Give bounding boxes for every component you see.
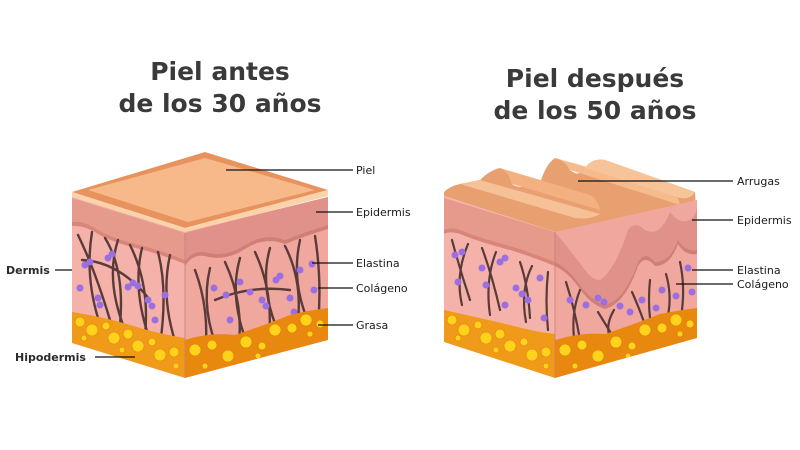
left-leader-lines [55, 169, 353, 358]
right-title-line1: Piel después [505, 64, 685, 93]
young-skin-block [72, 152, 328, 378]
label-piel: Piel [356, 164, 376, 177]
label-colageno-right: Colágeno [737, 278, 789, 291]
left-title-line1: Piel antes [150, 57, 290, 86]
right-title-line2: de los 50 años [493, 96, 697, 125]
left-panel-title: Piel antes de los 30 años [95, 56, 345, 120]
epidermis-layer [72, 198, 185, 260]
label-arrugas: Arrugas [737, 175, 780, 188]
label-grasa: Grasa [356, 319, 389, 332]
right-leader-lines [578, 180, 733, 285]
label-elastina-right: Elastina [737, 264, 781, 277]
collagen-fibers [76, 230, 180, 352]
label-elastina-left: Elastina [356, 257, 400, 270]
label-epidermis-right: Epidermis [737, 214, 792, 227]
label-epidermis-left: Epidermis [356, 206, 411, 219]
right-panel-title: Piel después de los 50 años [470, 63, 720, 127]
fat-layer [72, 312, 185, 378]
left-title-line2: de los 30 años [118, 89, 322, 118]
label-hipodermis: Hipodermis [15, 351, 86, 364]
label-colageno-left: Colágeno [356, 282, 408, 295]
aged-skin-block [444, 158, 697, 378]
label-dermis: Dermis [6, 264, 50, 277]
elastin-dots [76, 250, 169, 324]
